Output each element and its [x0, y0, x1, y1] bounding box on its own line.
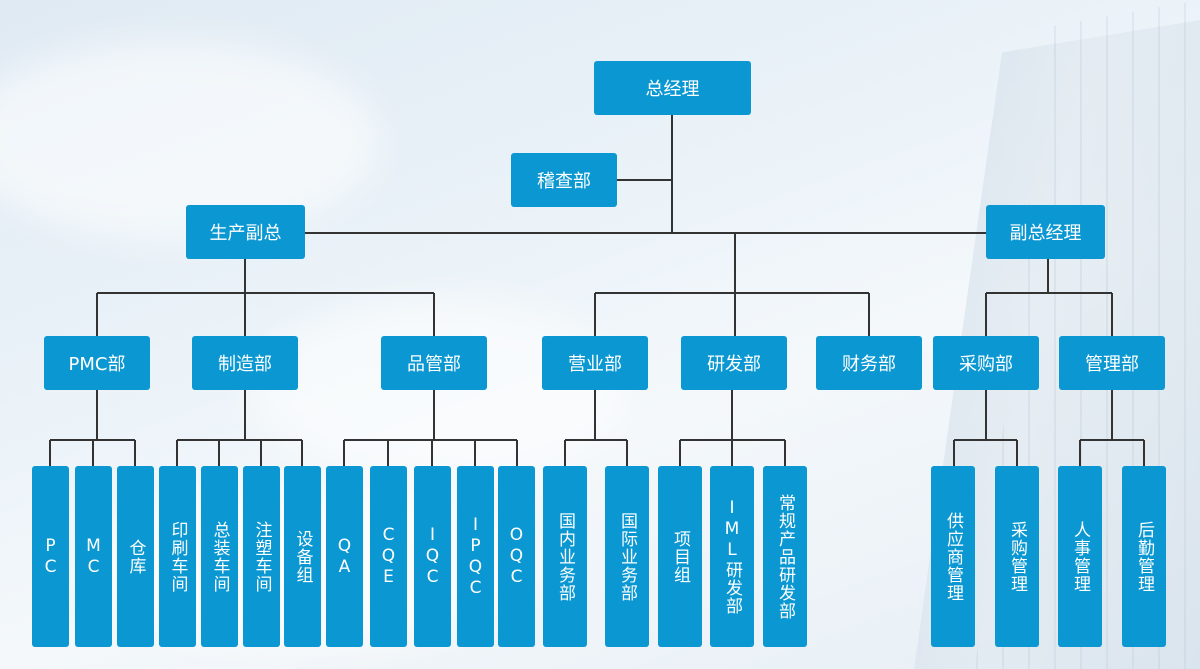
finance-dept-box[interactable]: 财务部 [816, 336, 922, 390]
unit-assembly-label: 总装车间 [209, 520, 230, 593]
unit-cqe-label: CQE [378, 525, 399, 588]
unit-intl-box[interactable]: 国际业务部 [605, 466, 649, 647]
unit-warehouse-label: 仓库 [125, 538, 146, 575]
unit-procure-label: 采购管理 [1007, 520, 1027, 593]
ceo-box[interactable]: 总经理 [594, 61, 751, 115]
unit-qa-label: QA [334, 535, 355, 578]
unit-mc-label: MC [83, 535, 104, 578]
admin-dept-label: 管理部 [1085, 354, 1139, 375]
unit-warehouse-box[interactable]: 仓库 [117, 466, 154, 647]
unit-oqc-label: OQC [506, 525, 527, 588]
unit-pc-box[interactable]: PC [32, 466, 69, 647]
unit-intl-label: 国际业务部 [617, 511, 637, 602]
pmc-dept-box[interactable]: PMC部 [44, 336, 150, 390]
unit-iml-box[interactable]: IML研发部 [710, 466, 754, 647]
pmc-dept-label: PMC部 [68, 354, 126, 375]
unit-ipqc-label: IPQC [465, 514, 486, 599]
unit-molding-box[interactable]: 注塑车间 [243, 466, 280, 647]
deputy-gm-box[interactable]: 副总经理 [986, 205, 1105, 259]
unit-logistics-box[interactable]: 后勤管理 [1122, 466, 1166, 647]
unit-domestic-label: 国内业务部 [555, 511, 575, 602]
unit-print-box[interactable]: 印刷车间 [159, 466, 196, 647]
unit-regular-rd-box[interactable]: 常规产品研发部 [763, 466, 807, 647]
unit-logistics-label: 后勤管理 [1134, 520, 1154, 593]
manufacturing-dept-label: 制造部 [218, 354, 272, 375]
purchase-dept-label: 采购部 [959, 354, 1013, 375]
unit-hr-label: 人事管理 [1070, 520, 1090, 593]
quality-dept-box[interactable]: 品管部 [381, 336, 487, 390]
unit-regular-rd-label: 常规产品研发部 [775, 493, 795, 620]
finance-dept-label: 财务部 [842, 354, 896, 375]
sales-dept-box[interactable]: 营业部 [542, 336, 648, 390]
unit-iml-label: IML研发部 [722, 498, 742, 615]
unit-equipment-label: 设备组 [292, 529, 313, 584]
quality-dept-label: 品管部 [407, 354, 461, 375]
unit-ipqc-box[interactable]: IPQC [457, 466, 494, 647]
audit-box[interactable]: 稽查部 [511, 153, 617, 207]
unit-assembly-box[interactable]: 总装车间 [201, 466, 238, 647]
rd-dept-label: 研发部 [707, 354, 761, 375]
unit-domestic-box[interactable]: 国内业务部 [543, 466, 587, 647]
rd-dept-box[interactable]: 研发部 [681, 336, 787, 390]
unit-project-label: 项目组 [670, 529, 690, 584]
unit-project-box[interactable]: 项目组 [658, 466, 702, 647]
purchase-dept-box[interactable]: 采购部 [933, 336, 1039, 390]
unit-iqc-label: IQC [422, 525, 443, 588]
unit-supplier-label: 供应商管理 [943, 511, 963, 602]
unit-pc-label: PC [40, 535, 61, 578]
deputy-gm-label: 副总经理 [1009, 223, 1082, 244]
unit-supplier-box[interactable]: 供应商管理 [931, 466, 975, 647]
audit-label: 稽查部 [537, 171, 591, 192]
production-vp-box[interactable]: 生产副总 [186, 205, 305, 259]
unit-equipment-box[interactable]: 设备组 [284, 466, 321, 647]
unit-qa-box[interactable]: QA [326, 466, 363, 647]
unit-cqe-box[interactable]: CQE [370, 466, 407, 647]
unit-hr-box[interactable]: 人事管理 [1058, 466, 1102, 647]
unit-print-label: 印刷车间 [167, 520, 188, 593]
unit-oqc-box[interactable]: OQC [498, 466, 535, 647]
unit-procure-box[interactable]: 采购管理 [995, 466, 1039, 647]
unit-mc-box[interactable]: MC [75, 466, 112, 647]
unit-molding-label: 注塑车间 [251, 520, 272, 593]
manufacturing-dept-box[interactable]: 制造部 [192, 336, 298, 390]
unit-iqc-box[interactable]: IQC [414, 466, 451, 647]
admin-dept-box[interactable]: 管理部 [1059, 336, 1165, 390]
production-vp-label: 生产副总 [209, 223, 282, 244]
sales-dept-label: 营业部 [568, 354, 622, 375]
ceo-label: 总经理 [645, 79, 700, 100]
